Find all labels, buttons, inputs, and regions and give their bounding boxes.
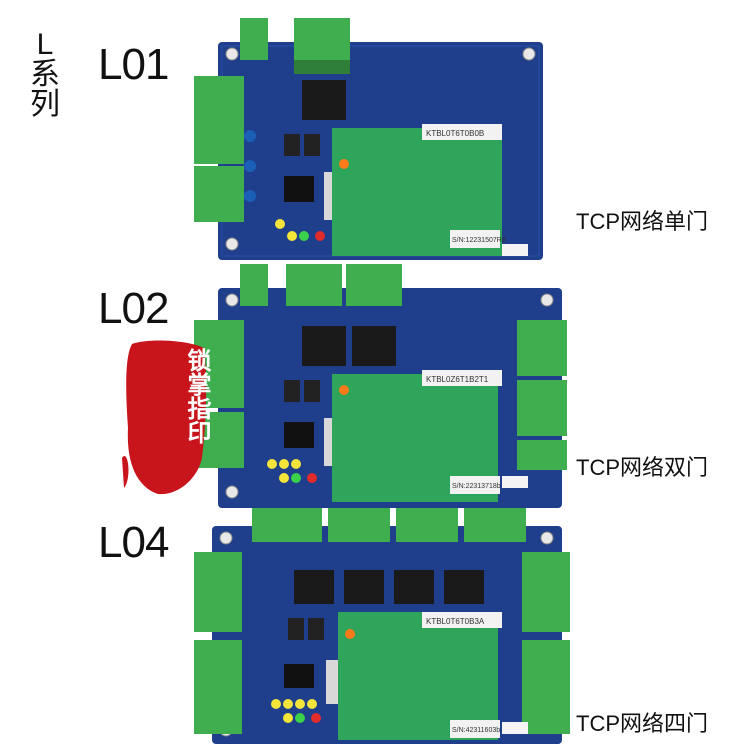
caption-l01: TCP网络单门	[576, 209, 709, 234]
model-label-l04: L04	[98, 518, 169, 567]
sticker-l02: KTBL0Z6T1B2T1	[426, 375, 489, 384]
series-label: L 系 列	[30, 28, 60, 121]
board-l02-photo: KTBL0Z6T1B2T1 S/N:22313718b	[192, 262, 577, 517]
board-l01-photo: KTBL0T6T0B0B S/N:12231507R8	[192, 16, 552, 271]
serial-l01: S/N:12231507R8	[452, 237, 506, 244]
stamp-text: 锁掌指印	[183, 348, 212, 444]
board-l04-photo: KTBL0T6T0B3A S/N:42311603b	[192, 500, 577, 755]
serial-l02: S/N:22313718b	[452, 483, 501, 490]
sticker-l01: KTBL0T6T0B0B	[426, 129, 484, 138]
brand-stamp: 锁掌指印	[118, 338, 212, 498]
caption-l02: TCP网络双门	[576, 455, 709, 480]
model-label-l02: L02	[98, 284, 169, 333]
model-label-l01: L01	[98, 40, 169, 89]
sticker-l04: KTBL0T6T0B3A	[426, 617, 485, 626]
caption-l04: TCP网络四门	[576, 711, 709, 736]
serial-l04: S/N:42311603b	[452, 727, 500, 734]
